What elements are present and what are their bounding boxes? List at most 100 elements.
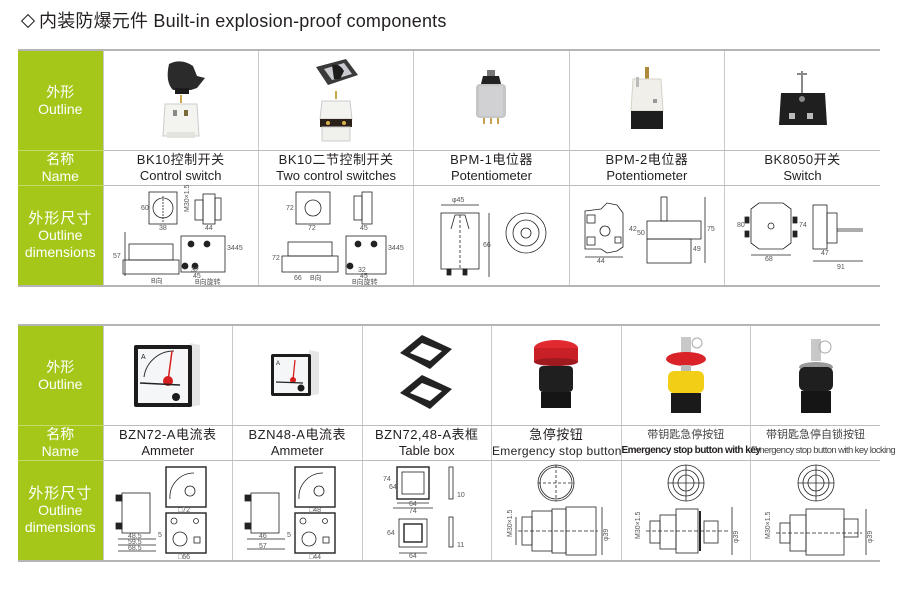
dimension-label: □72	[178, 507, 190, 514]
product-name-cn: 带钥匙急停自锁按钮	[766, 429, 865, 441]
dimension-label: M30×1.5	[184, 184, 191, 212]
product-image-bzn72: A	[102, 324, 233, 426]
row-header-dimensions: 外形尺寸 Outline dimensions	[18, 185, 103, 287]
row-header-outline: 外形 Outline	[18, 324, 103, 426]
dimension-drawing-table-box: 74 64 64 74 10 64 64 11	[361, 460, 492, 562]
dimension-drawing-emergency-stop-key-lock: M30×1.5 φ39	[750, 460, 880, 562]
dimension-label: φ39	[603, 528, 610, 540]
emergency-stop-key-lock-dimension-drawing: M30×1.5 φ39	[765, 464, 874, 555]
dimension-label: □44	[309, 554, 321, 561]
row-header-cn: 外形尺寸	[28, 210, 93, 227]
product-name-cn: BZN48-A电流表	[248, 427, 346, 442]
dimension-label: φ45	[452, 197, 464, 204]
dimension-label: 42	[629, 226, 637, 233]
row-header-en: Name	[41, 168, 79, 184]
dimension-label: 66	[294, 275, 302, 282]
row-header-cn: 外形尺寸	[28, 485, 93, 502]
dimension-label: 45	[396, 245, 404, 252]
product-name-en: Ammeter	[141, 443, 195, 458]
dimension-label: 72	[308, 225, 316, 232]
dimension-label: 45	[360, 273, 368, 280]
dimension-label: 80	[737, 222, 745, 229]
dimension-label: 74	[409, 508, 417, 515]
row-header-outline: 外形 Outline	[18, 49, 103, 151]
product-name-cell: 带钥匙急停按钮 Emergency stop button with key	[620, 425, 761, 461]
row-header-en: Outline	[38, 375, 83, 392]
product-name-en: Emergency stop button with key	[621, 445, 761, 456]
dimension-label: 10	[457, 492, 465, 499]
dimension-label: 5	[158, 532, 162, 539]
dimension-label: 49	[693, 246, 701, 253]
product-image-bpm2	[568, 49, 725, 151]
dimension-label: 68	[765, 256, 773, 263]
product-name-en: Two control switches	[276, 168, 397, 183]
bpm1-dimension-drawing: φ45 66	[441, 197, 547, 277]
product-image-table-box	[361, 324, 492, 426]
dimension-label: φ39	[867, 530, 874, 542]
ammeter-48-image: A	[271, 349, 320, 396]
dimension-label: 60	[141, 205, 149, 212]
dimension-label: 50	[637, 230, 645, 237]
row-header-en: Outline	[38, 100, 83, 117]
dimension-label: 32	[191, 267, 199, 274]
dimension-drawing-emergency-stop-key: M30×1.5 φ39	[620, 460, 751, 562]
dimension-label: 68.5	[128, 545, 142, 552]
potentiometer-bpm2-image	[630, 66, 664, 129]
row-header-cn: 外形	[46, 83, 75, 100]
dimension-drawing-bzn72: □72 48.5 5 59.5 68.5 □66	[102, 460, 233, 562]
bpm2-dimension-drawing: 44 42 50 49 75	[584, 196, 715, 265]
components-table-1: 外形 Outline	[18, 49, 880, 287]
product-name-en: Ammeter	[270, 443, 324, 458]
red-emergency-stop-image	[534, 339, 579, 408]
emergency-stop-dimension-drawing: M30×1.5 φ39	[507, 464, 610, 555]
bzn72-dimension-drawing: □72 48.5 5 59.5 68.5 □66	[115, 465, 207, 561]
control-switch-image	[162, 61, 205, 138]
row-header-name: 名称 Name	[18, 150, 103, 186]
product-name-cn: BK10控制开关	[136, 152, 225, 167]
dimension-drawing-bpm1: φ45 66	[413, 185, 570, 287]
dimension-label: 38	[159, 225, 167, 232]
dimension-label: 48.5	[128, 533, 142, 540]
product-name-cn: 带钥匙急停按钮	[647, 429, 725, 441]
dimension-drawing-bpm2: 44 42 50 49 75	[568, 185, 725, 287]
dimension-label: M30×1.5	[507, 509, 514, 537]
dimension-label: B向	[310, 273, 322, 282]
product-name-en: Control switch	[139, 168, 222, 183]
dimension-label: B向旋转	[352, 277, 378, 286]
diamond-outline-icon	[20, 14, 36, 29]
svg-text:A: A	[141, 354, 146, 361]
product-name-cn: 急停按钮	[529, 427, 584, 442]
title-cn: 内装防爆元件	[39, 11, 149, 31]
potentiometer-bpm1-image	[476, 69, 507, 124]
dimension-drawing-emergency-stop: M30×1.5 φ39	[491, 460, 621, 562]
outline-row: 外形 Outline A A	[18, 324, 880, 426]
dimension-label: M30×1.5	[635, 511, 642, 539]
row-header-en: dimensions	[24, 244, 96, 260]
product-name-en: Switch	[783, 168, 822, 183]
table-box-dimension-drawing: 74 64 64 74 10 64 64 11	[383, 465, 465, 560]
dimension-label: 64	[389, 484, 397, 491]
row-header-cn: 外形	[46, 358, 75, 375]
dimension-label: 45	[360, 225, 368, 232]
dimension-drawing-bk10: 60 38 M30×1.5 44 57 34 45 32 45 B向 B向旋转	[102, 184, 259, 287]
svg-text:A: A	[276, 361, 280, 367]
product-name-en: Potentiometer	[451, 168, 532, 183]
title-en: Built-in explosion-proof components	[153, 11, 447, 31]
dimension-label: φ39	[733, 530, 740, 542]
row-header-cn: 名称	[46, 151, 75, 167]
row-header-dimensions: 外形尺寸 Outline dimensions	[18, 460, 103, 562]
dimension-label: 75	[707, 226, 715, 233]
product-image-emergency-stop	[491, 324, 621, 426]
dimension-label: 57	[113, 253, 121, 260]
product-image-bk8050	[724, 49, 880, 151]
dimension-label: 64	[409, 501, 417, 508]
product-name-cn: BZN72-A电流表	[119, 427, 217, 442]
